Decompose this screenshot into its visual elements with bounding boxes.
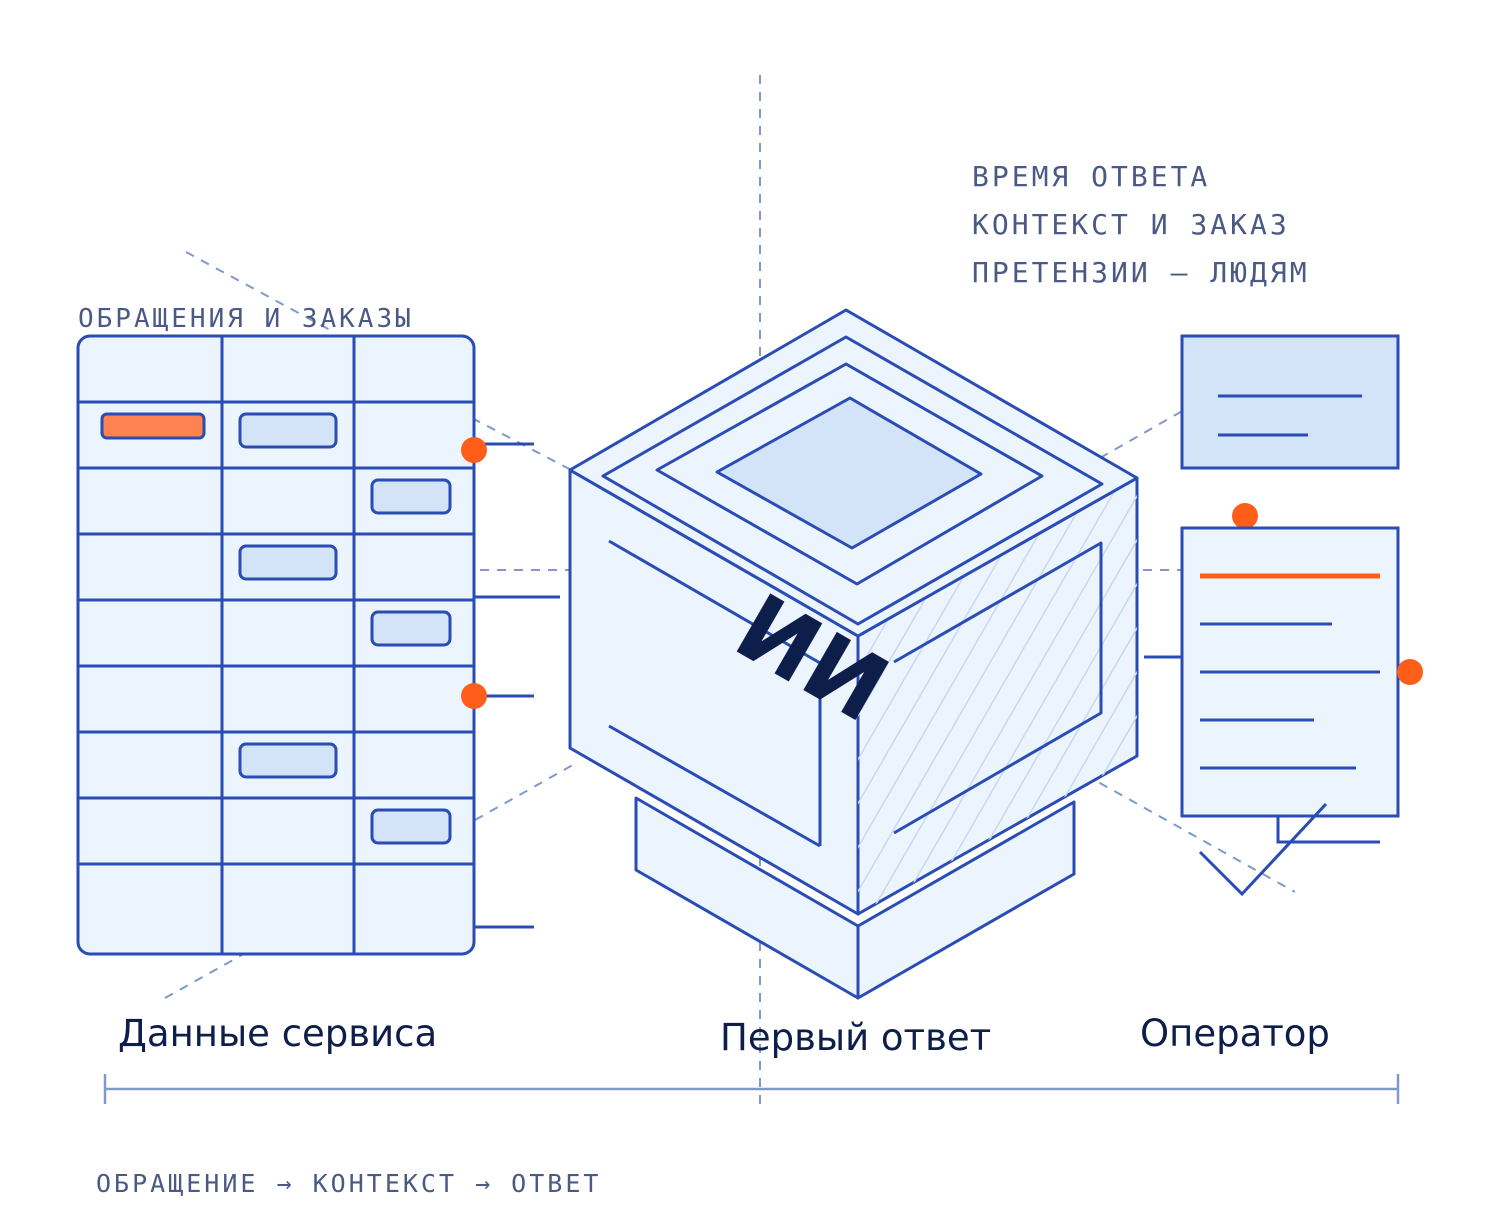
table-cell <box>238 544 338 581</box>
checkmark-icon <box>1198 802 1328 897</box>
note-response-time: ВРЕМЯ ОТВЕТА <box>972 160 1210 193</box>
stage-label-operator: Оператор <box>1140 1012 1330 1055</box>
connector-dot <box>1232 503 1258 529</box>
cube-base-right <box>856 800 1076 1000</box>
table-cells <box>100 412 452 845</box>
table-caption: ОБРАЩЕНИЯ И ЗАКАЗЫ <box>78 304 414 334</box>
highlighted-cell <box>100 412 206 440</box>
note-context-order: КОНТЕКСТ И ЗАКАЗ <box>972 208 1290 241</box>
table-connectors <box>474 442 560 929</box>
timeline <box>103 1074 1400 1104</box>
table-cell <box>370 610 452 647</box>
stage-label-first-reply: Первый ответ <box>720 1016 991 1059</box>
stage-label-data: Данные сервиса <box>118 1012 437 1055</box>
connector-dot <box>461 437 487 463</box>
table-cell <box>370 808 452 845</box>
table-cell <box>238 742 338 779</box>
flow-caption: ОБРАЩЕНИЕ → КОНТЕКСТ → ОТВЕТ <box>96 1169 601 1198</box>
cube-top-screen <box>715 396 983 550</box>
connector-dot <box>461 683 487 709</box>
operator-card-bottom <box>1144 526 1400 844</box>
note-claims-people: ПРЕТЕНЗИИ — ЛЮДЯМ <box>972 256 1310 289</box>
ai-cube <box>568 308 1139 1000</box>
connector-dot <box>1397 659 1423 685</box>
operator-card-top <box>1180 334 1400 470</box>
table-cell <box>370 478 452 515</box>
table-cell <box>238 412 338 449</box>
